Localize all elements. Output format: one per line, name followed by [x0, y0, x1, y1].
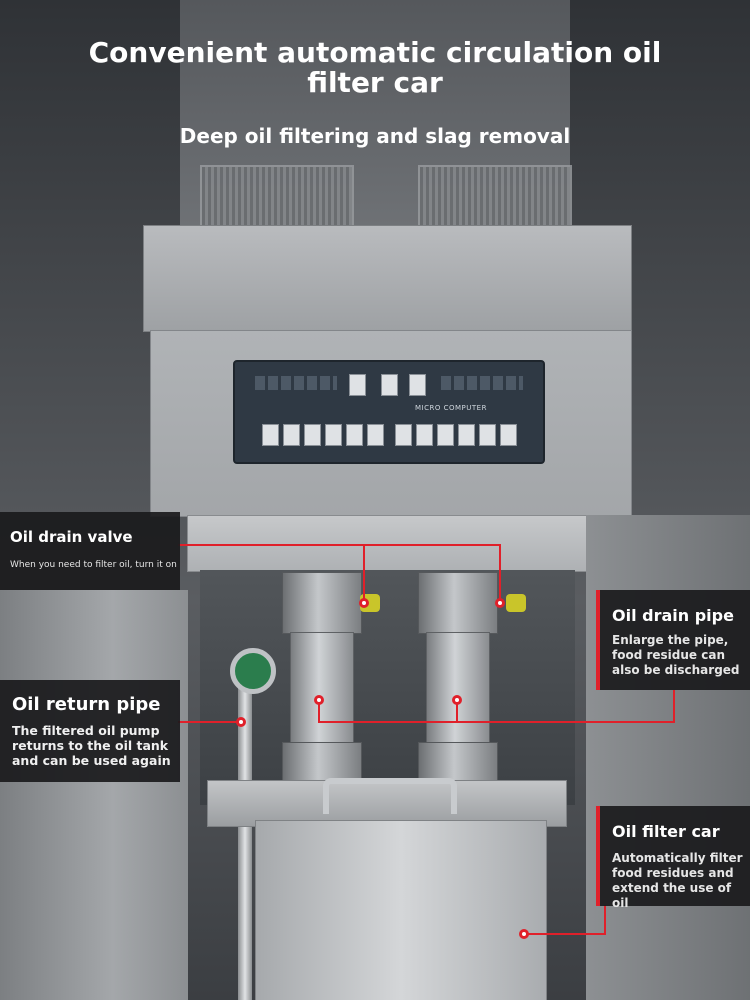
leader-line [363, 544, 365, 602]
control-label: MICRO COMPUTER [415, 404, 487, 412]
callout-title: Oil filter car [612, 822, 720, 841]
marker-dot [236, 717, 246, 727]
callout-desc: Enlarge the pipe, food residue can also … [612, 633, 740, 677]
leader-line [178, 544, 500, 546]
fryer-top [143, 225, 632, 332]
leader-line [673, 690, 675, 723]
callout-desc: The filtered oil pump returns to the oil… [12, 723, 171, 768]
callout-title: Oil drain valve [10, 528, 133, 546]
marker-dot [495, 598, 505, 608]
key [458, 424, 475, 446]
leader-line [178, 721, 240, 723]
pipe-collar-left [282, 572, 362, 634]
fry-basket-left [200, 165, 354, 229]
callout-drain-valve: Oil drain valve When you need to filter … [0, 512, 180, 590]
left-door [0, 590, 188, 1000]
return-pipe [238, 660, 252, 1000]
callout-return-pipe: Oil return pipe The filtered oil pump re… [0, 680, 180, 782]
key [262, 424, 279, 446]
display-left [255, 376, 337, 390]
key [283, 424, 300, 446]
fry-basket-right [418, 165, 572, 229]
display-right [441, 376, 523, 390]
power-button-right [409, 374, 426, 396]
control-panel: MICRO COMPUTER [233, 360, 545, 464]
key [346, 424, 363, 446]
cart-handle [323, 778, 457, 814]
callout-desc: When you need to filter oil, turn it on [10, 560, 177, 570]
marker-dot [314, 695, 324, 705]
key [325, 424, 342, 446]
key [416, 424, 433, 446]
drain-pipe-right [426, 632, 490, 754]
callout-title: Oil return pipe [12, 694, 161, 715]
leader-line [456, 700, 458, 722]
drain-pipe-left [290, 632, 354, 754]
leader-line [604, 905, 606, 935]
marker-dot [452, 695, 462, 705]
key [500, 424, 517, 446]
leader-line [318, 721, 674, 723]
page-subtitle: Deep oil filtering and slag removal [179, 124, 571, 148]
key [367, 424, 384, 446]
callout-title: Oil drain pipe [612, 606, 734, 625]
power-button-left [349, 374, 366, 396]
key [304, 424, 321, 446]
center-button [381, 374, 398, 396]
callout-filter-car: Oil filter car Automatically filter food… [596, 806, 750, 910]
filter-cart [255, 820, 547, 1000]
leader-line [499, 544, 501, 602]
key [437, 424, 454, 446]
marker-dot [519, 929, 529, 939]
leader-line [318, 700, 320, 722]
pipe-collar-right [418, 572, 498, 634]
return-pipe-cap [230, 648, 276, 694]
page-title: Convenient automatic circulation oil fil… [88, 36, 662, 99]
callout-desc: Automatically filter food residues and e… [612, 851, 743, 910]
valve-right [506, 594, 526, 612]
right-side-panel [586, 515, 750, 1000]
callout-drain-pipe: Oil drain pipe Enlarge the pipe, food re… [596, 590, 750, 690]
leader-line [524, 933, 606, 935]
key [479, 424, 496, 446]
marker-dot [359, 598, 369, 608]
key [395, 424, 412, 446]
